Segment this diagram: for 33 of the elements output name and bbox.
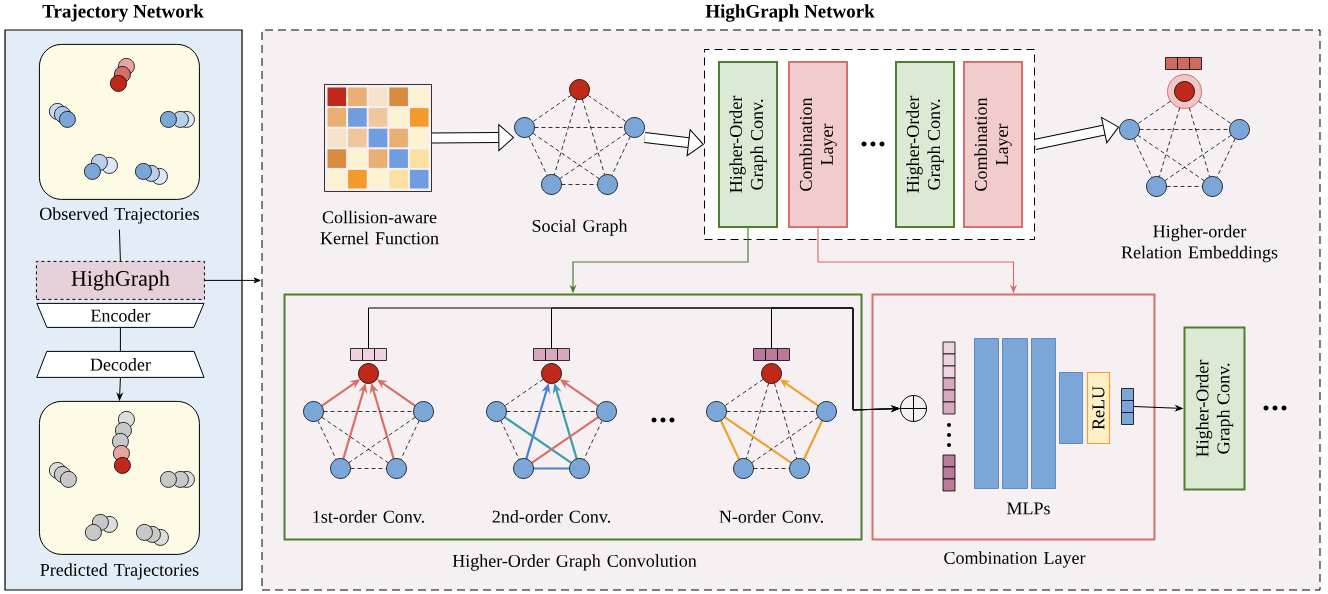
combination-layer-box: Combination Layer <box>788 61 848 228</box>
block-arrow <box>644 129 704 157</box>
combination-layer-box: Combination Layer <box>963 61 1023 228</box>
conv-layer-box: Higher-Order Graph Conv. <box>895 61 955 228</box>
arrow <box>1133 405 1183 412</box>
arrow <box>771 307 900 412</box>
node-label: 2nd-order Conv. <box>492 510 610 523</box>
node-label: Predicted Trajectories <box>40 563 199 580</box>
encoder-trapezoid: Encoder <box>36 302 205 328</box>
conv-layer-box: Higher-Order Graph Conv. <box>1183 326 1246 491</box>
node-label: Social Graph <box>532 219 628 236</box>
plus-circle <box>900 395 927 422</box>
node-label: Observed Trajectories <box>40 207 199 224</box>
arrow <box>204 277 261 284</box>
output-vector <box>1121 388 1134 425</box>
node-label: N-order Conv. <box>719 510 823 523</box>
node-label: Higher-order Relation Embeddings <box>1121 224 1278 263</box>
module-box: HighGraph <box>35 260 205 300</box>
block-arrow <box>431 124 515 152</box>
node-label: 1st-order Conv. <box>313 510 424 523</box>
node-label: Collision-aware Kernel Function <box>320 210 439 245</box>
conv-layer-box: Higher-Order Graph Conv. <box>718 61 778 228</box>
panel-heading: HighGraph Network <box>705 4 875 22</box>
connector-line <box>119 327 121 352</box>
panel-heading: Trajectory Network <box>42 4 204 22</box>
arrow <box>116 377 123 401</box>
connector-line <box>118 229 121 262</box>
decoder-trapezoid: Decoder <box>36 350 205 378</box>
relu-box: ReLU <box>1086 371 1111 445</box>
block-arrow <box>1033 116 1120 150</box>
node-label: MLPs <box>1007 502 1050 515</box>
node-label: Combination Layer <box>944 551 1086 568</box>
node-label: Higher-Order Graph Convolution <box>452 554 697 571</box>
